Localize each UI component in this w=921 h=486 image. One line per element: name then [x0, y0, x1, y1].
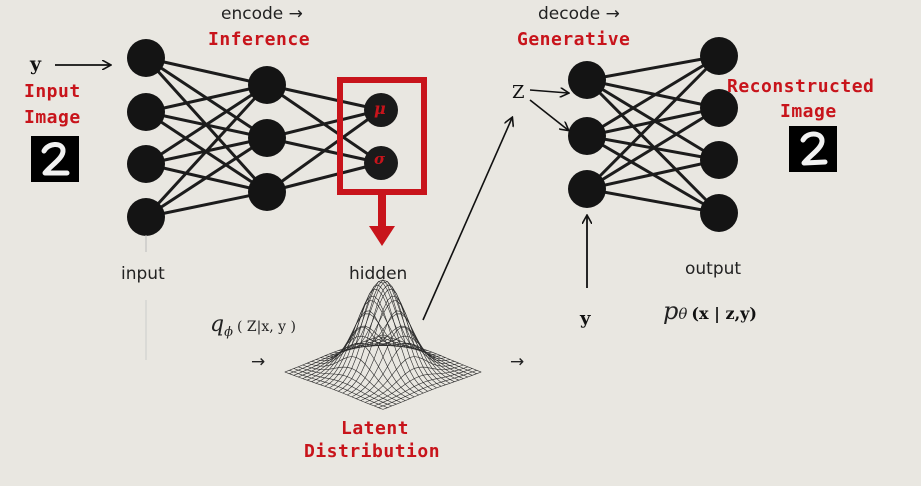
mesh-line [351, 327, 451, 398]
network-edge [586, 106, 720, 191]
network-edge [586, 78, 720, 110]
sample-to-z-arrow [422, 118, 512, 321]
network-edge [144, 83, 269, 219]
mesh-line [369, 366, 468, 405]
network-edge [266, 161, 382, 194]
q-subscript: ϕ [224, 325, 233, 340]
enc-hidden-node [248, 119, 286, 157]
latent-distribution-surface [284, 279, 482, 410]
output-node [700, 37, 738, 75]
input-layer-label: input [121, 264, 165, 284]
mesh-line [293, 368, 393, 407]
mesh-line [289, 370, 388, 408]
output-layer-label: output [685, 259, 742, 279]
z-label: Z [512, 82, 525, 103]
encode-heading: encode → [221, 4, 303, 24]
dec-hidden-node [568, 117, 606, 155]
mesh-line [373, 368, 473, 407]
decode-heading: decode → [538, 4, 620, 24]
y-input-label: y [30, 53, 42, 75]
q-formula: qϕ ( Z|x, y ) [210, 312, 296, 340]
p-formula: pθ (x | z,y) [663, 297, 757, 325]
network-nodes [127, 37, 738, 236]
network-edge [586, 54, 720, 82]
network-edge [585, 54, 721, 191]
flow-arrow-right: → [510, 352, 525, 372]
hidden-layer-label: hidden [349, 264, 408, 284]
latent-title-line2: Distribution [304, 441, 441, 462]
inference-title: Inference [208, 29, 311, 50]
mesh-line [298, 366, 397, 405]
y-decoder-label: y [580, 308, 591, 329]
network-edge [145, 56, 268, 87]
mesh-line [320, 310, 419, 396]
input-node [127, 39, 165, 77]
mesh-line [302, 364, 402, 403]
output-node [700, 194, 738, 232]
dec-hidden-node [568, 61, 606, 99]
network-edge [586, 78, 720, 162]
input-image-label-line2: Image [24, 107, 81, 128]
flow-arrow-left: → [251, 352, 266, 372]
red-arrow-head [369, 226, 395, 246]
mesh-line [382, 371, 482, 410]
mesh-line [284, 371, 384, 410]
latent-node [364, 146, 398, 180]
mesh-line [364, 364, 464, 403]
input-node [127, 93, 165, 131]
q-args: ( Z|x, y ) [236, 319, 296, 335]
reconstructed-image [789, 126, 837, 172]
enc-hidden-node [248, 173, 286, 211]
network-edge [586, 187, 720, 215]
input-image [31, 136, 79, 182]
network-edge [586, 158, 720, 191]
p-args: (x | z,y) [691, 304, 757, 323]
enc-hidden-node [248, 66, 286, 104]
network-edge [266, 108, 382, 194]
mesh-line [307, 356, 406, 401]
output-node [700, 89, 738, 127]
mesh-line [315, 327, 415, 398]
reconstructed-label-line1: Reconstructed [727, 76, 875, 97]
network-edge [586, 54, 720, 138]
digit-two-icon [41, 142, 70, 176]
reconstructed-label-line2: Image [780, 101, 837, 122]
z-arrow-2 [529, 99, 568, 130]
input-node [127, 145, 165, 183]
input-node [127, 198, 165, 236]
network-edge [145, 136, 268, 219]
latent-node [364, 93, 398, 127]
mesh-line [356, 342, 455, 399]
mesh-line [378, 370, 477, 408]
mu-symbol: μ [374, 99, 386, 118]
input-image-label-line1: Input [24, 81, 81, 102]
network-edge [266, 83, 382, 112]
sigma-symbol: σ [374, 150, 386, 168]
network-edge [145, 190, 268, 219]
output-node [700, 141, 738, 179]
mesh-line [338, 284, 437, 392]
red-arrow-shaft [378, 195, 386, 227]
latent-title-line1: Latent [341, 418, 410, 439]
dec-hidden-node [568, 170, 606, 208]
latent-params-highlight-box [337, 77, 427, 195]
mesh-line [311, 342, 410, 399]
network-edges [144, 54, 721, 219]
p-subscript: θ [678, 305, 688, 323]
p-symbol: p [663, 297, 679, 325]
mesh-line [360, 356, 459, 401]
q-symbol: q [210, 312, 225, 337]
mesh-line [329, 284, 428, 392]
network-edge [145, 83, 268, 114]
mesh-line [347, 310, 446, 396]
generative-title: Generative [517, 29, 631, 50]
digit-two-icon [800, 131, 828, 166]
network-edge [266, 108, 382, 140]
z-arrow-1 [529, 90, 568, 93]
network-edge [145, 83, 268, 166]
